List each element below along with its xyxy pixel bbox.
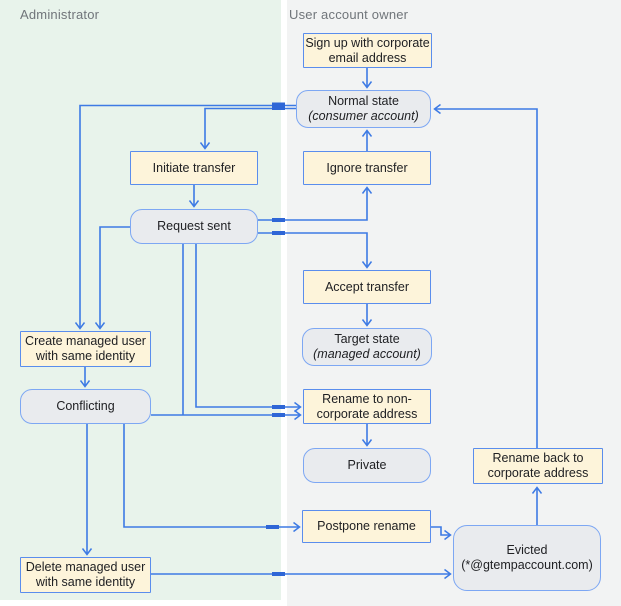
node-label-line: Request sent (157, 219, 231, 233)
node-label-line: email address (328, 50, 407, 65)
node-label-line: Create managed user (25, 334, 146, 348)
node-evicted: Evicted(*@gtempaccount.com) (453, 525, 601, 591)
node-label-line: Initiate transfer (152, 160, 236, 175)
node-label-line: Rename to non- (322, 391, 412, 406)
node-label-line: with same identity (35, 575, 136, 589)
node-ignore-transfer: Ignore transfer (303, 151, 431, 185)
lane-administrator-title: Administrator (20, 7, 100, 22)
node-request-sent: Request sent (130, 209, 258, 244)
node-label-line: Private (347, 458, 387, 472)
node-label-line: (consumer account) (308, 109, 419, 123)
node-label-line: Evicted (506, 543, 548, 557)
node-label-line: Rename back to (492, 451, 584, 465)
node-label-line: Normal state (328, 94, 399, 108)
node-postpone-rename: Postpone rename (302, 510, 431, 543)
node-label-line: Postpone rename (317, 519, 416, 533)
node-label-line: with same identity (35, 349, 136, 363)
node-private: Private (303, 448, 431, 483)
node-label-line: Target state (334, 332, 400, 346)
node-label-line: corporate address (316, 406, 418, 421)
node-label-line: (*@gtempaccount.com) (461, 558, 593, 572)
node-initiate-transfer: Initiate transfer (130, 151, 258, 185)
node-label-line: Sign up with corporate (305, 35, 430, 50)
lane-user-account-owner-title: User account owner (289, 7, 409, 22)
node-accept-transfer: Accept transfer (303, 270, 431, 304)
node-label-line: corporate address (487, 466, 589, 480)
node-label-line: (managed account) (313, 347, 421, 361)
lane-administrator: Administrator (0, 0, 281, 600)
node-label-line: Ignore transfer (326, 160, 408, 175)
node-conflicting: Conflicting (20, 389, 151, 424)
node-label-line: Delete managed user (25, 560, 146, 574)
node-label-line: Accept transfer (324, 279, 410, 294)
node-target-state: Target state(managed account) (302, 328, 432, 366)
node-label-line: Conflicting (56, 399, 115, 413)
node-rename-non-corporate: Rename to non-corporate address (303, 389, 431, 424)
node-normal-state: Normal state(consumer account) (296, 90, 431, 128)
